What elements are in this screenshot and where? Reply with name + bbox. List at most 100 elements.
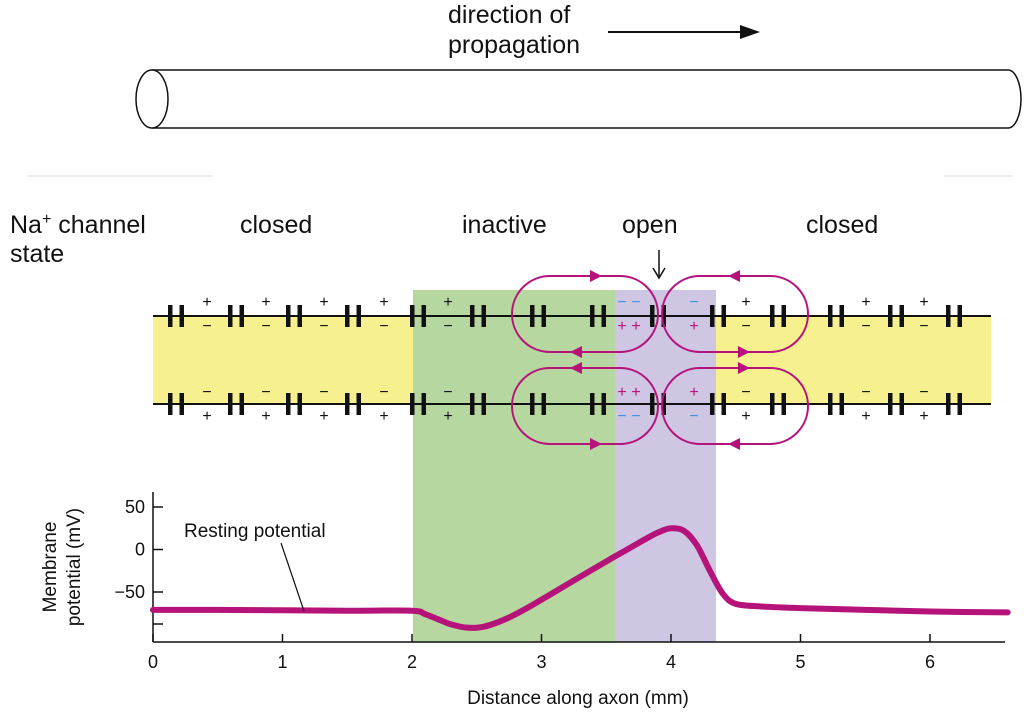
x-tick-label: 6 xyxy=(925,652,935,672)
charge-outer: + xyxy=(443,294,452,311)
current-arrowhead-icon xyxy=(570,362,582,374)
na-channel-icon xyxy=(286,393,302,415)
na-channel-icon xyxy=(168,393,184,415)
current-loop-top-left xyxy=(511,275,659,353)
na-channel-icon xyxy=(470,305,486,327)
state-open: open xyxy=(622,211,678,239)
charge-outer: + xyxy=(261,294,270,311)
charge-outer: + xyxy=(202,294,211,311)
charge-outer: + xyxy=(319,294,328,311)
charge-inner: − xyxy=(379,384,388,401)
na-channel-icon xyxy=(345,393,361,415)
charge-outer: + xyxy=(202,408,211,425)
charge-inner: − xyxy=(261,384,270,401)
membrane-potential-plot: 0 1 2 3 4 5 6 50 0 −50 Resting potential Distanc… xyxy=(40,492,1011,709)
na-channel-icon xyxy=(650,393,666,415)
state-inactive: inactive xyxy=(462,211,547,239)
na-channel-icon xyxy=(946,393,962,415)
na-channel-icon xyxy=(410,393,426,415)
y-tick-label: −50 xyxy=(114,582,145,602)
current-arrowhead-icon xyxy=(590,438,602,450)
charge-depolarized-outer: − xyxy=(689,294,698,311)
na-channel-icon xyxy=(828,305,844,327)
x-tick-label: 5 xyxy=(795,652,805,672)
y-tick-label: 0 xyxy=(135,540,145,560)
x-tick-label: 4 xyxy=(666,652,676,672)
na-channel-icon xyxy=(710,305,726,327)
na-channels xyxy=(168,305,962,415)
resting-potential-annotation: Resting potential xyxy=(184,521,326,542)
y-tick-label: 50 xyxy=(125,497,145,517)
charge-depolarized-inner: + xyxy=(617,384,626,401)
current-arrowhead-icon xyxy=(738,362,750,374)
current-arrow-icons xyxy=(570,270,750,450)
x-tick-label: 3 xyxy=(536,652,546,672)
charge-depolarized-outer: − xyxy=(617,294,626,311)
axon-cylinder xyxy=(135,69,1022,129)
charge-depolarized-outer: − xyxy=(631,408,640,425)
na-channel-icon xyxy=(946,305,962,327)
state-closed-left: closed xyxy=(240,211,312,239)
na-channel-icon xyxy=(650,305,666,327)
current-arrowhead-icon xyxy=(728,438,740,450)
na-channel-icon xyxy=(590,305,606,327)
x-axis-label: Distance along axon (mm) xyxy=(467,688,689,709)
charge-outer: + xyxy=(861,408,870,425)
y-axis-label: Membrane potential (mV) xyxy=(40,508,85,626)
na-channel-icon xyxy=(888,393,904,415)
charge-outer: + xyxy=(443,408,452,425)
open-pointer-arrow-icon xyxy=(652,250,666,280)
na-channel-state-label: Na+ channel xyxy=(10,211,146,239)
x-tick-label: 0 xyxy=(148,652,158,672)
na-channel-state-label-line2: state xyxy=(10,240,64,268)
na-channel-icon xyxy=(530,393,546,415)
charge-inner: − xyxy=(861,384,870,401)
na-channel-icon xyxy=(828,393,844,415)
annotation-leader-line xyxy=(280,542,305,612)
charge-outer: + xyxy=(379,294,388,311)
charge-depolarized-inner: + xyxy=(689,318,698,335)
x-tick-label: 2 xyxy=(407,652,417,672)
state-closed-right: closed xyxy=(806,211,878,239)
charge-inner: − xyxy=(202,318,211,335)
charge-outer: + xyxy=(741,408,750,425)
charge-inner: − xyxy=(379,318,388,335)
na-channel-icon xyxy=(470,393,486,415)
membrane-potential-trace xyxy=(150,525,1011,631)
charge-depolarized-inner: + xyxy=(631,318,640,335)
charge-inner: − xyxy=(443,384,452,401)
charge-depolarized-outer: − xyxy=(631,294,640,311)
na-channel-icon xyxy=(530,305,546,327)
inactive-zone xyxy=(413,290,615,642)
charge-outer: + xyxy=(919,408,928,425)
na-channel-icon xyxy=(770,305,786,327)
charge-inner: − xyxy=(319,384,328,401)
charge-outer: + xyxy=(319,408,328,425)
na-channel-icon xyxy=(228,305,244,327)
charge-inner: − xyxy=(202,384,211,401)
y-axis-label-line2: potential (mV) xyxy=(64,508,85,626)
x-tick-label: 1 xyxy=(277,652,287,672)
charge-outer: + xyxy=(861,294,870,311)
charge-outer: + xyxy=(741,294,750,311)
charge-inner: − xyxy=(741,384,750,401)
charge-depolarized-outer: − xyxy=(689,408,698,425)
charge-outer: + xyxy=(379,408,388,425)
charge-outer: + xyxy=(261,408,270,425)
charge-depolarized-inner: + xyxy=(631,384,640,401)
charge-inner: − xyxy=(261,318,270,335)
charge-inner: − xyxy=(443,318,452,335)
direction-label-line1: direction of xyxy=(448,1,570,29)
na-channel-icon xyxy=(228,393,244,415)
current-arrowhead-icon xyxy=(738,346,750,358)
na-channel-icon xyxy=(888,305,904,327)
charge-inner: − xyxy=(919,318,928,335)
current-loop-bottom-left xyxy=(511,367,659,445)
charge-depolarized-inner: + xyxy=(689,384,698,401)
current-arrowhead-icon xyxy=(570,346,582,358)
charge-inner: − xyxy=(919,384,928,401)
charge-inner: − xyxy=(861,318,870,335)
charge-outer: + xyxy=(919,294,928,311)
na-channel-icon xyxy=(286,305,302,327)
